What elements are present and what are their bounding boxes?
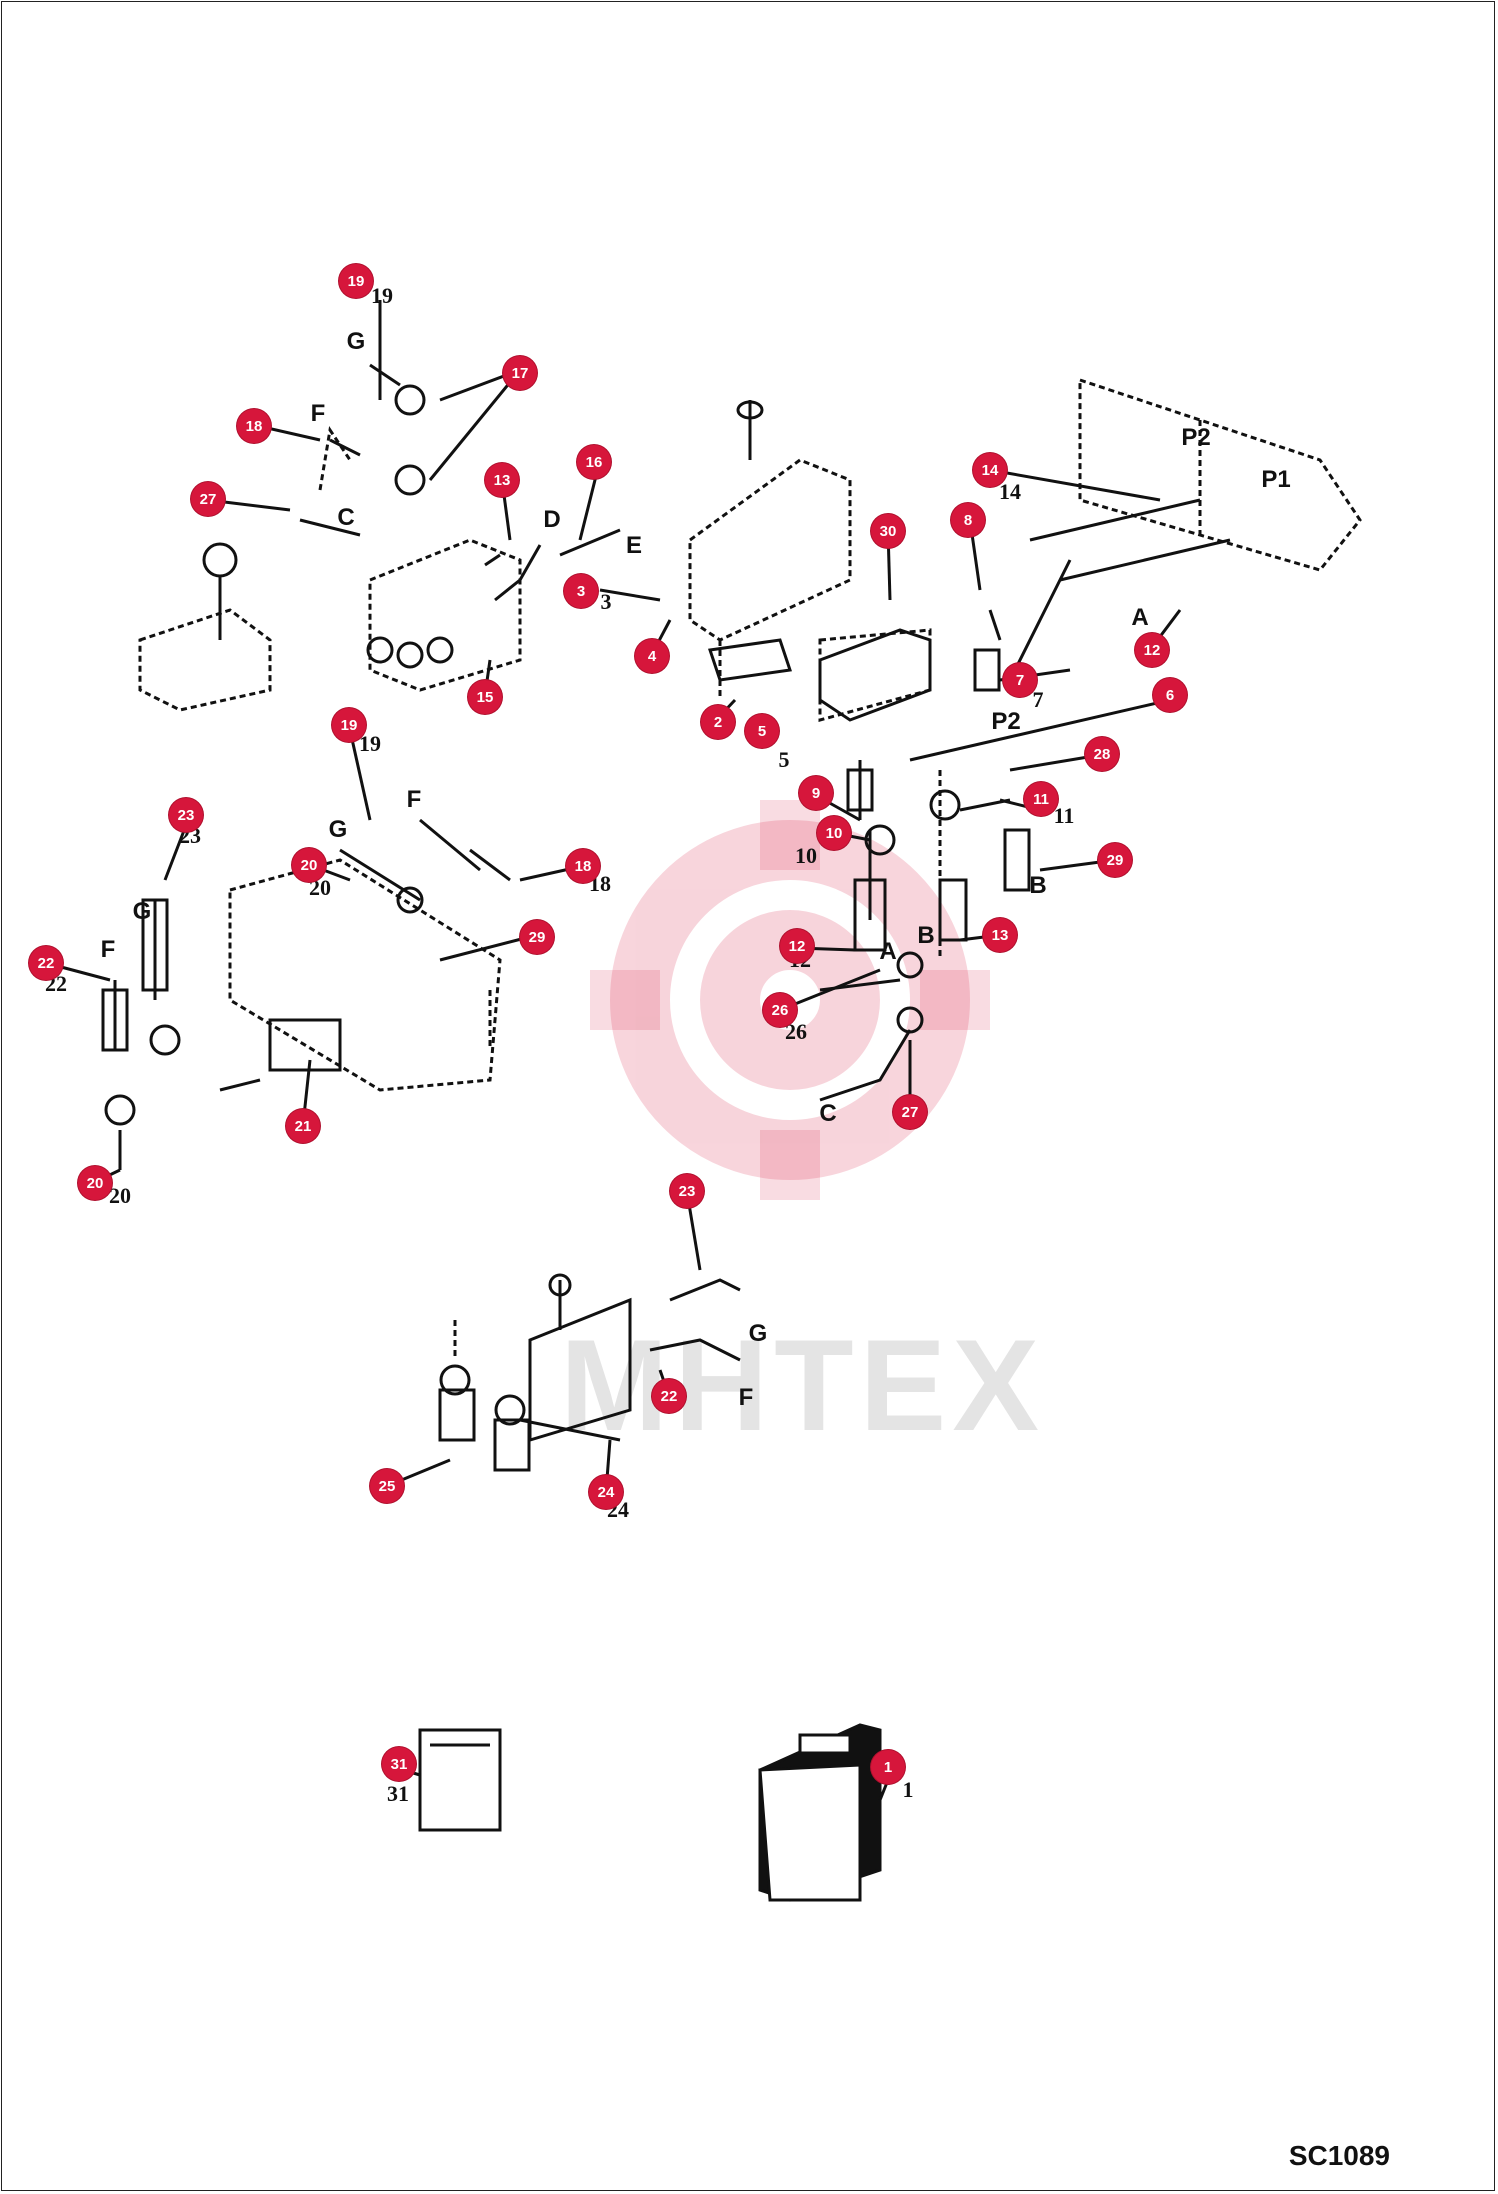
callout-2[interactable]: 2 xyxy=(701,705,735,739)
port-letter-d: D xyxy=(543,506,561,533)
callout-27-top[interactable]: 27 xyxy=(191,482,225,516)
callout-19-mid[interactable]: 19 xyxy=(332,708,366,742)
printed-number-1: 1 xyxy=(902,1777,914,1802)
port-letter-p1: P1 xyxy=(1261,466,1291,493)
callout-30[interactable]: 30 xyxy=(871,514,905,548)
port-letter-f-bottom: F xyxy=(738,1384,754,1411)
gear-teeth xyxy=(590,800,990,1200)
port-letter-p2-manifold: P2 xyxy=(1181,424,1211,451)
port-letter-g-bottom: G xyxy=(748,1320,768,1347)
callout-29-right[interactable]: 29 xyxy=(1098,843,1132,877)
port-letter-f: F xyxy=(310,400,326,427)
port-letter-b-right: B xyxy=(1029,872,1047,899)
callout-25[interactable]: 25 xyxy=(370,1469,404,1503)
printed-number-31: 31 xyxy=(387,1781,409,1806)
printed-number-11: 11 xyxy=(1053,803,1075,828)
callout-20-left[interactable]: 20 xyxy=(78,1166,112,1200)
callout-15[interactable]: 15 xyxy=(468,680,502,714)
valve-fittings-left xyxy=(202,363,621,669)
watermark: MHTEX xyxy=(560,1312,1045,1458)
right-fittings xyxy=(973,498,1231,692)
printed-number-19-mid: 19 xyxy=(359,731,381,756)
callout-6[interactable]: 6 xyxy=(1153,678,1187,712)
printed-number-26: 26 xyxy=(785,1019,807,1044)
callout-10[interactable]: 10 xyxy=(817,816,851,850)
callout-13-top[interactable]: 13 xyxy=(485,463,519,497)
callout-11[interactable]: 11 xyxy=(1024,782,1058,816)
printed-number-3: 3 xyxy=(600,589,612,614)
callout-23-left[interactable]: 23 xyxy=(169,798,203,832)
callout-3[interactable]: 3 xyxy=(564,574,598,608)
valve-body-left xyxy=(138,426,522,712)
right-manifold xyxy=(1078,377,1362,572)
printed-number-19-top: 19 xyxy=(371,283,393,308)
callout-19-top[interactable]: 19 xyxy=(339,264,373,298)
callout-18-top[interactable]: 18 xyxy=(237,409,271,443)
callout-16[interactable]: 16 xyxy=(577,445,611,479)
callout-31[interactable]: 31 xyxy=(382,1747,416,1781)
port-letter-c-center: C xyxy=(819,1100,837,1127)
port-letter-p2-lower: P2 xyxy=(991,708,1021,735)
port-letter-a-manifold: A xyxy=(1131,604,1149,631)
callout-24[interactable]: 24 xyxy=(589,1475,623,1509)
manual-box xyxy=(758,1723,882,1902)
callout-5[interactable]: 5 xyxy=(745,714,779,748)
center-block xyxy=(708,400,932,722)
printed-number-7: 7 xyxy=(1032,687,1044,712)
port-letter-g-mid: G xyxy=(328,816,348,843)
lower-left-block xyxy=(228,858,502,1092)
callout-22-bottom[interactable]: 22 xyxy=(652,1379,686,1413)
center-bracket xyxy=(688,458,932,722)
callout-26[interactable]: 26 xyxy=(763,993,797,1027)
port-letter-g: G xyxy=(346,328,366,355)
manual-book xyxy=(418,1728,502,1832)
callout-27-center[interactable]: 27 xyxy=(893,1095,927,1129)
port-letter-f-left: F xyxy=(100,936,116,963)
callout-18-mid[interactable]: 18 xyxy=(566,849,600,883)
callout-20-mid[interactable]: 20 xyxy=(292,848,326,882)
port-letter-f-mid: F xyxy=(406,786,422,813)
bottom-bracket xyxy=(438,1273,741,1472)
callout-14[interactable]: 14 xyxy=(973,453,1007,487)
callout-17[interactable]: 17 xyxy=(503,356,537,390)
callout-23-bottom[interactable]: 23 xyxy=(670,1174,704,1208)
port-letter-g-left: G xyxy=(132,898,152,925)
callout-21[interactable]: 21 xyxy=(286,1109,320,1143)
printed-number-10: 10 xyxy=(795,843,817,868)
printed-number-20-left: 20 xyxy=(109,1183,131,1208)
port-letter-a-center: A xyxy=(879,938,897,965)
callout-12-right[interactable]: 12 xyxy=(1135,633,1169,667)
port-letter-b-center: B xyxy=(917,922,935,949)
printed-number-5: 5 xyxy=(778,747,790,772)
callout-22-left[interactable]: 22 xyxy=(29,946,63,980)
callout-7[interactable]: 7 xyxy=(1003,663,1037,697)
callout-4[interactable]: 4 xyxy=(635,639,669,673)
diagram-code: SC1089 xyxy=(1288,2140,1390,2171)
callout-9[interactable]: 9 xyxy=(799,776,833,810)
printed-number-14: 14 xyxy=(999,479,1021,504)
callout-13-center[interactable]: 13 xyxy=(983,918,1017,952)
callout-29-left[interactable]: 29 xyxy=(520,920,554,954)
printed-number-20-mid: 20 xyxy=(309,875,331,900)
lower-left-fittings xyxy=(101,818,511,1170)
callout-8[interactable]: 8 xyxy=(951,503,985,537)
callout-1[interactable]: 1 xyxy=(871,1750,905,1784)
port-letter-e: E xyxy=(625,532,643,559)
leader-lines xyxy=(45,300,1182,1801)
callout-28[interactable]: 28 xyxy=(1085,737,1119,771)
callout-12-center[interactable]: 12 xyxy=(780,929,814,963)
port-letter-c: C xyxy=(337,504,355,531)
